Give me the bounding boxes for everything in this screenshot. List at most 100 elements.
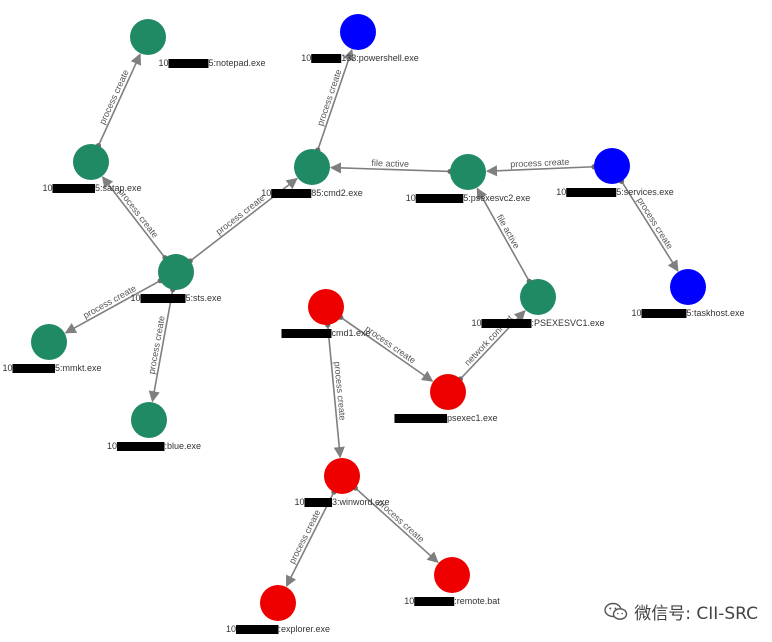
- node-label: 10 5:satap.exe: [42, 183, 141, 193]
- node-winword[interactable]: 10 3:winword.exe: [294, 458, 390, 507]
- node-circle[interactable]: [73, 144, 109, 180]
- edge-line: [285, 491, 335, 588]
- node-label-prefix: 10: [226, 624, 236, 634]
- node-label: 10 5:notepad.exe: [158, 58, 265, 68]
- node-mmkt[interactable]: 10 5:mmkt.exe: [2, 324, 102, 373]
- edge-label: process create: [116, 187, 160, 240]
- node-circle[interactable]: [260, 585, 296, 621]
- edge-label: process create: [363, 324, 417, 366]
- edge-sts-to-mmkt: process create: [64, 278, 163, 334]
- node-cmd2[interactable]: 10 85:cmd2.exe: [261, 149, 363, 198]
- node-notepad[interactable]: 10 5:notepad.exe: [130, 19, 266, 68]
- node-taskhost[interactable]: 10 5:taskhost.exe: [631, 269, 745, 318]
- redaction-bar: [311, 54, 342, 63]
- node-label: 10 :remote.bat: [404, 596, 500, 606]
- edge-label: process create: [81, 283, 138, 320]
- node-label-suffix: 85:cmd2.exe: [311, 188, 363, 198]
- node-label: 10 5:services.exe: [556, 187, 674, 197]
- wechat-icon: [604, 602, 628, 620]
- edge-line: [64, 279, 161, 334]
- edge-cmd1-to-winword: process create: [325, 322, 348, 459]
- redaction-bar: [168, 59, 209, 68]
- edge-services-to-psexesvc2: process create: [485, 157, 597, 177]
- edge-label: process create: [635, 196, 675, 251]
- node-circle[interactable]: [450, 154, 486, 190]
- edge-label: process create: [287, 508, 322, 565]
- node-remote[interactable]: 10 :remote.bat: [404, 557, 500, 606]
- edge-line: [620, 180, 679, 272]
- node-satap[interactable]: 10 5:satap.exe: [42, 144, 142, 193]
- node-circle[interactable]: [130, 19, 166, 55]
- edge-line: [476, 187, 530, 282]
- edge-cmd1-to-psexec1: process create: [338, 314, 434, 382]
- node-label-prefix: 10: [261, 188, 271, 198]
- node-circle[interactable]: [308, 289, 344, 325]
- redaction-bar: [12, 364, 56, 373]
- node-label-suffix: 5:taskhost.exe: [686, 308, 744, 318]
- node-circle[interactable]: [430, 374, 466, 410]
- node-label: 10 :blue.exe: [107, 441, 201, 451]
- node-psexesvc2[interactable]: 10 5:psexesvc2.exe: [406, 154, 531, 203]
- node-circle[interactable]: [670, 269, 706, 305]
- node-label-prefix: 10: [2, 363, 12, 373]
- node-label: 10 5:mmkt.exe: [2, 363, 101, 373]
- edge-cmd2-to-powershell: process create: [315, 48, 354, 153]
- node-circle[interactable]: [294, 149, 330, 185]
- node-services[interactable]: 10 5:services.exe: [556, 148, 674, 197]
- node-label-prefix: 10: [130, 293, 140, 303]
- node-label-suffix: 133:powershell.exe: [341, 53, 419, 63]
- node-circle[interactable]: [520, 279, 556, 315]
- edge-psexesvc2-to-cmd2: file active: [329, 158, 453, 175]
- node-circle[interactable]: [434, 557, 470, 593]
- node-label-suffix: 3:winword.exe: [332, 497, 390, 507]
- edge-label: process create: [97, 68, 131, 126]
- node-circle[interactable]: [31, 324, 67, 360]
- edge-label: file active: [371, 158, 409, 169]
- node-psexec1[interactable]: psexec1.exe: [394, 374, 498, 423]
- node-circle[interactable]: [324, 458, 360, 494]
- node-label: 10 85:cmd2.exe: [261, 188, 363, 198]
- redaction-bar: [116, 442, 165, 451]
- node-circle[interactable]: [131, 402, 167, 438]
- watermark-text: 微信号: CII-SRC: [634, 604, 758, 624]
- node-label-prefix: 10: [631, 308, 641, 318]
- node-blue[interactable]: 10 :blue.exe: [107, 402, 201, 451]
- edge-line: [329, 162, 451, 174]
- node-circle[interactable]: [340, 14, 376, 50]
- redaction-bar: [304, 498, 332, 507]
- node-label-suffix: 5:notepad.exe: [208, 58, 265, 68]
- edge-line: [354, 487, 439, 564]
- edge-line: [317, 48, 354, 151]
- node-explorer[interactable]: 10 :explorer.exe: [226, 585, 330, 634]
- redaction-bar: [566, 188, 617, 197]
- node-label-suffix: 5:sts.exe: [186, 293, 222, 303]
- node-label-suffix: cmd1.exe: [331, 328, 370, 338]
- node-circle[interactable]: [594, 148, 630, 184]
- node-sts[interactable]: 10 5:sts.exe: [130, 254, 222, 303]
- node-powershell[interactable]: 10 133:powershell.exe: [301, 14, 419, 63]
- node-label-prefix: 10: [556, 187, 566, 197]
- node-label-suffix: 5:satap.exe: [95, 183, 142, 193]
- redaction-bar: [140, 294, 186, 303]
- node-label-suffix: psexec1.exe: [447, 413, 498, 423]
- edge-line: [148, 289, 174, 403]
- node-cmd1[interactable]: cmd1.exe: [281, 289, 371, 338]
- redaction-bar: [641, 309, 687, 318]
- edge-line: [340, 316, 434, 382]
- node-label: 10 :explorer.exe: [226, 624, 330, 634]
- node-psexesvc1[interactable]: 10 :PSEXESVC1.exe: [471, 279, 605, 328]
- node-label-prefix: 10: [471, 318, 481, 328]
- node-label-suffix: 5:psexesvc2.exe: [463, 193, 530, 203]
- redaction-bar: [394, 414, 447, 423]
- redaction-bar: [481, 319, 532, 328]
- edge-line: [485, 165, 595, 177]
- node-label-suffix: :explorer.exe: [279, 624, 331, 634]
- node-label-suffix: :blue.exe: [165, 441, 202, 451]
- node-circle[interactable]: [158, 254, 194, 290]
- edge-label: process create: [146, 315, 166, 375]
- edge-label: process create: [214, 193, 267, 237]
- node-label-suffix: :PSEXESVC1.exe: [531, 318, 604, 328]
- edge-line: [101, 176, 166, 259]
